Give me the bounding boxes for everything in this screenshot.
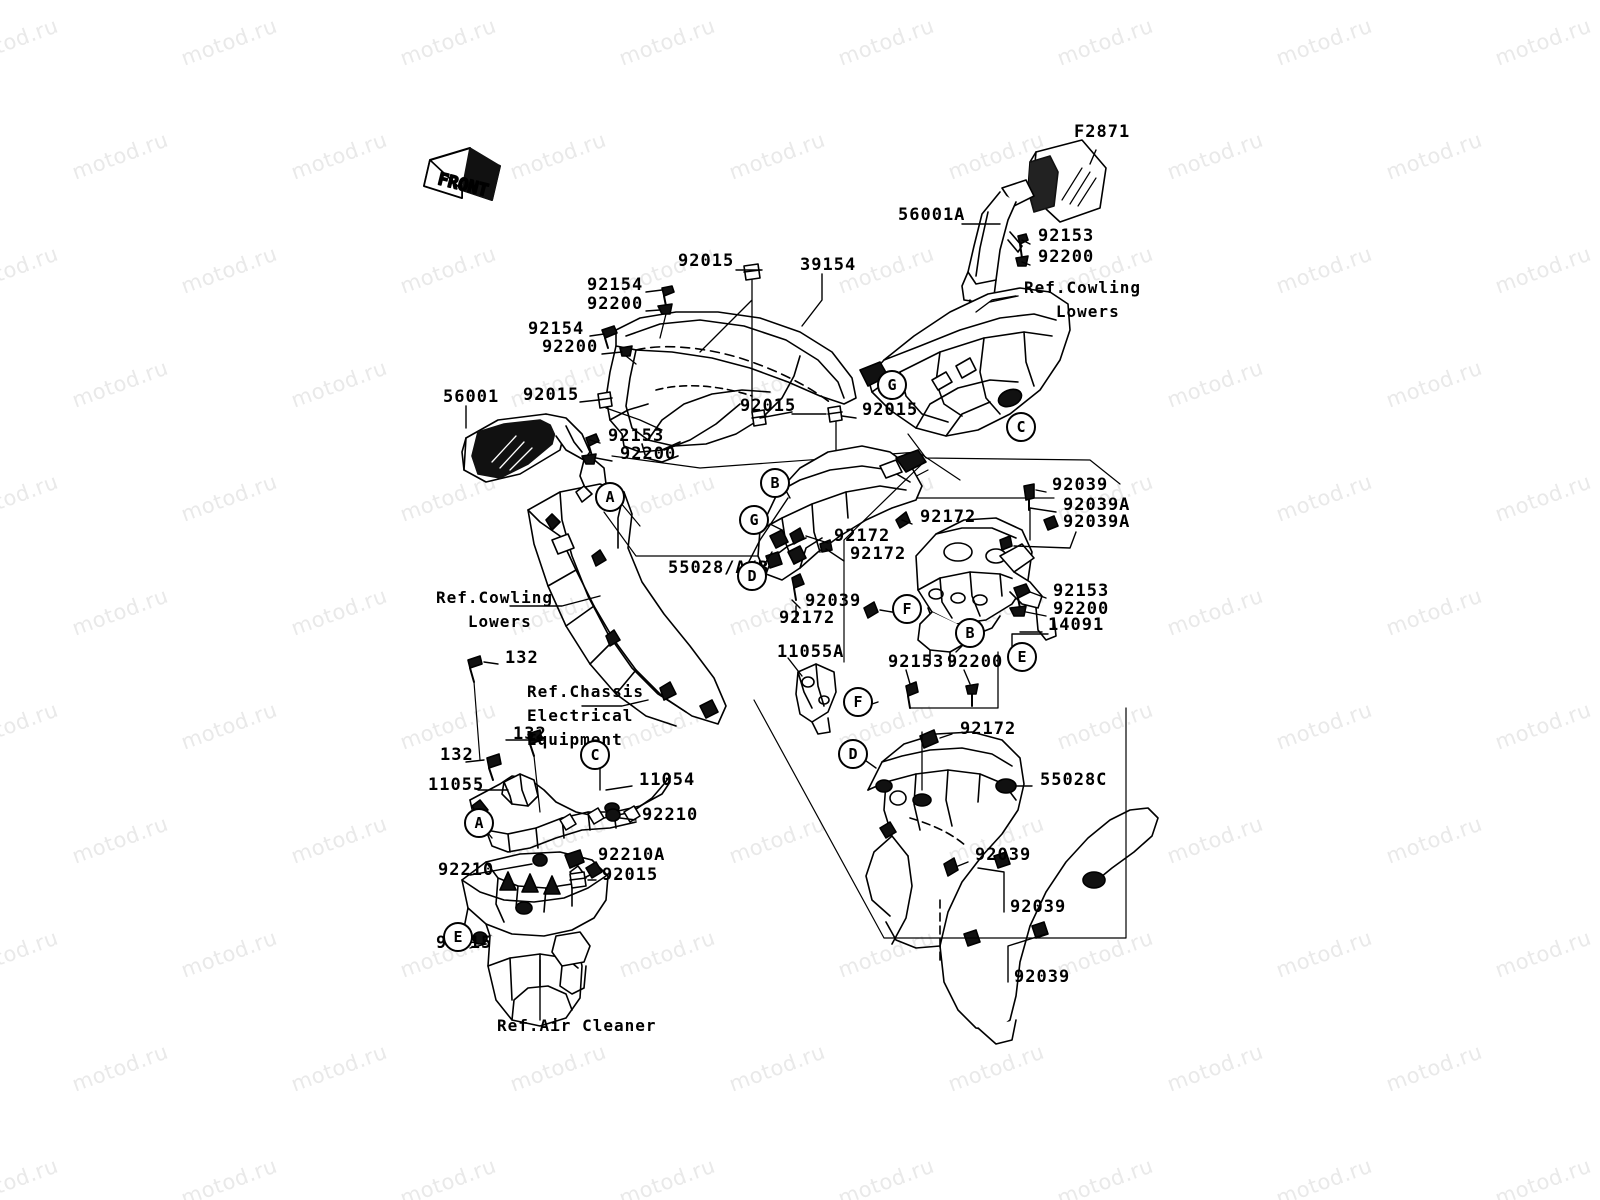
- part-number-label: 39154: [800, 255, 857, 275]
- callout-circle: C: [580, 740, 610, 770]
- part-number-label: 92200: [1038, 247, 1095, 267]
- fastener-pair-center-lower: [905, 651, 999, 709]
- fastener-group-right-column: [999, 483, 1059, 617]
- reference-label: Ref.Cowling Lowers: [1024, 276, 1141, 324]
- callout-circle: B: [760, 468, 790, 498]
- part-number-label: 92210A: [598, 845, 666, 865]
- windshield-39154: [605, 311, 857, 463]
- part-number-label: 92039A: [1063, 512, 1131, 532]
- callout-circle: D: [737, 561, 767, 591]
- part-number-label: 92015: [678, 251, 735, 271]
- part-number-label: 92039: [1014, 967, 1071, 987]
- right-lower-cowling-55028c: [865, 731, 1159, 1045]
- part-number-label: 92200: [620, 444, 677, 464]
- part-number-label: 92153: [1038, 226, 1095, 246]
- part-number-label: 92210: [642, 805, 699, 825]
- right-mirror-assembly: [961, 139, 1107, 317]
- part-number-label: 92210: [438, 860, 495, 880]
- part-number-label: F2871: [1074, 122, 1131, 142]
- fastener-group-windshield: [601, 285, 675, 357]
- pointer-group-right-lower: [919, 729, 939, 791]
- callout-circle: G: [739, 505, 769, 535]
- part-number-label: 92153: [888, 652, 945, 672]
- part-number-label: 92015: [523, 385, 580, 405]
- part-number-label: 92200: [947, 652, 1004, 672]
- part-number-label: 92172: [779, 608, 836, 628]
- part-number-label: 92015: [740, 396, 797, 416]
- reference-label-line: Ref.Cowling: [436, 588, 553, 607]
- callout-circle: C: [1006, 412, 1036, 442]
- part-number-label: 92015: [602, 865, 659, 885]
- clip-group-windshield: [597, 263, 843, 427]
- part-number-label: 92154: [587, 275, 644, 295]
- part-number-label: 11054: [639, 770, 696, 790]
- reference-label-line: Ref.Cowling: [1024, 278, 1141, 297]
- reference-label-line: Electrical: [527, 706, 634, 725]
- part-number-label: 92200: [542, 337, 599, 357]
- part-number-label: 92200: [1053, 599, 1110, 619]
- left-cowling-panel: [527, 483, 727, 727]
- part-number-label: 92172: [850, 544, 907, 564]
- callout-circle: A: [464, 808, 494, 838]
- part-number-label: 11055A: [777, 642, 845, 662]
- air-cleaner-assembly: [453, 851, 609, 1027]
- reference-label-line: Lowers: [436, 612, 532, 631]
- callout-circle: E: [1007, 642, 1037, 672]
- reference-label-line: Ref.Chassis: [527, 682, 644, 701]
- callout-circle: D: [838, 739, 868, 769]
- part-number-label: 11055: [428, 775, 485, 795]
- part-number-label: 92172: [920, 507, 977, 527]
- part-number-label: 92039: [805, 591, 862, 611]
- reference-label-line: Lowers: [1024, 302, 1120, 321]
- bracket-11055a: [795, 663, 837, 735]
- callout-circle: F: [843, 687, 873, 717]
- fastener-group-right-mirror: [1015, 233, 1029, 267]
- part-number-label: 92153: [608, 426, 665, 446]
- part-number-label: 14091: [1048, 615, 1105, 635]
- part-number-label: 92039: [975, 845, 1032, 865]
- callout-circle: A: [595, 482, 625, 512]
- part-number-label: 56001: [443, 387, 500, 407]
- right-upper-cowling: [859, 287, 1071, 437]
- part-number-label: 92039: [1052, 475, 1109, 495]
- callout-circle: E: [443, 922, 473, 952]
- reference-label-line: Ref.Air Cleaner: [497, 1016, 657, 1035]
- callout-circle: B: [955, 618, 985, 648]
- part-number-label: 92200: [587, 294, 644, 314]
- callout-circle: F: [892, 594, 922, 624]
- part-number-label: 132: [440, 745, 474, 765]
- part-number-label: 132: [513, 724, 547, 744]
- part-number-label: 92172: [834, 526, 891, 546]
- callout-circle: G: [877, 370, 907, 400]
- part-number-label: 92154: [528, 319, 585, 339]
- fastener-group-lower-left: [472, 808, 621, 945]
- part-number-label: 132: [505, 648, 539, 668]
- part-number-label: 55028C: [1040, 770, 1108, 790]
- part-number-label: 92039A: [1063, 495, 1131, 515]
- part-number-label: 92153: [1053, 581, 1110, 601]
- fastener-group-left-mirror: [581, 433, 600, 465]
- part-number-label: 92039: [1010, 897, 1067, 917]
- part-number-label: 92172: [960, 719, 1017, 739]
- part-number-label: 92015: [862, 400, 919, 420]
- reference-label: Ref.Air Cleaner: [497, 1014, 657, 1038]
- reference-label: Ref.Cowling Lowers: [436, 586, 553, 634]
- part-number-label: 56001A: [898, 205, 966, 225]
